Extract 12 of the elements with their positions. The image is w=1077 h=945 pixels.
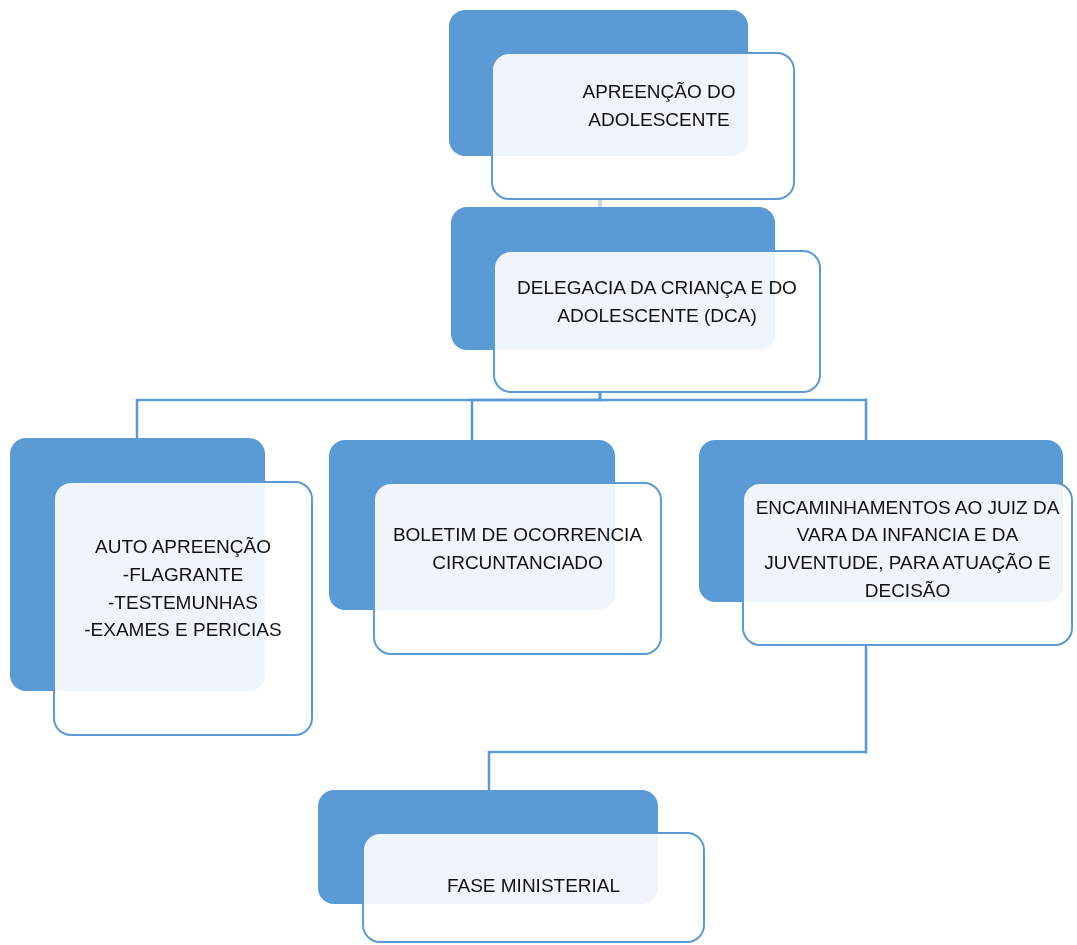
box-text: DELEGACIA DA CRIANÇA E DO ADOLESCENTE (DCA) <box>516 275 798 328</box>
box-text: ENCAMINHAMENTOS AO JUIZ DA VARA DA INFANCIA E DA JUVENTUDE, PARA ATUAÇÃO E DECISÃO <box>754 495 1061 603</box>
connector-line <box>487 646 868 790</box>
box-text: -TESTEMUNHAS <box>108 590 258 615</box>
box-text: BOLETIM DE OCORRENCIA CIRCUNTANCIADO <box>391 522 644 575</box>
connector-line <box>598 393 868 440</box>
box-text: FASE MINISTERIAL <box>446 873 621 898</box>
box-text: -FLAGRANTE <box>122 562 244 587</box>
box-text: -EXAMES E PERICIAS <box>84 618 282 643</box>
connector-line <box>598 200 602 207</box>
box-text: AUTO APREENÇÃO <box>95 535 271 560</box>
box-text: APREENÇÃO DO ADOLESCENTE <box>581 80 737 132</box>
